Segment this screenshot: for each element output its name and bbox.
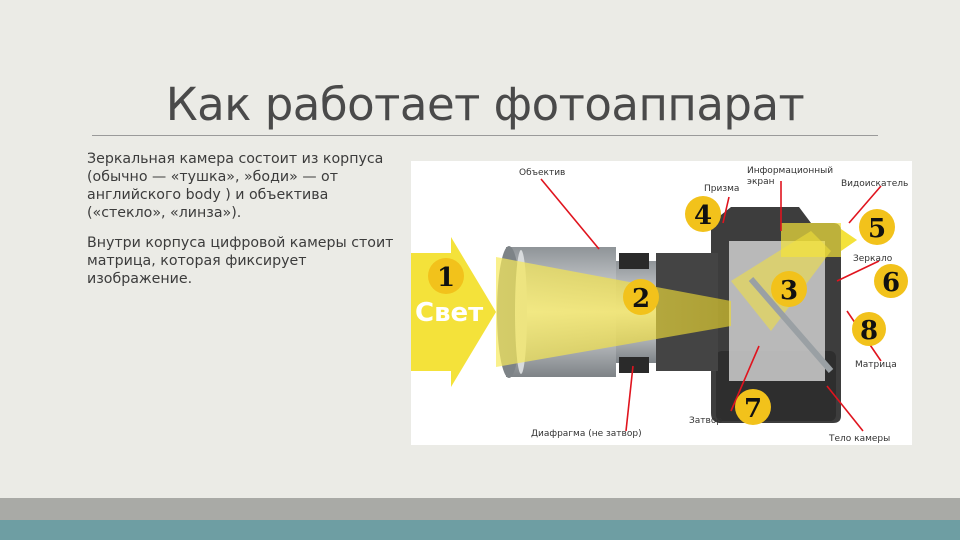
svg-text:1: 1 [437, 263, 455, 293]
footer-band-teal [0, 520, 960, 540]
svg-text:5: 5 [868, 214, 886, 244]
svg-text:3: 3 [780, 276, 798, 306]
svg-text:6: 6 [882, 268, 900, 298]
svg-text:7: 7 [744, 394, 762, 424]
badge-1: 1 [428, 258, 464, 294]
badge-5: 5 [859, 209, 895, 245]
pointer-arrows [540, 178, 882, 432]
light-label: Свет [415, 298, 483, 328]
badge-4: 4 [685, 196, 721, 232]
paragraph-sensor: Внутри корпуса цифровой камеры стоит мат… [87, 235, 394, 287]
svg-text:8: 8 [860, 316, 878, 346]
label-prism: Призма [704, 184, 739, 194]
slide-title: Как работает фотоаппарат [165, 78, 805, 131]
title-divider [92, 135, 878, 136]
badge-3: 3 [771, 271, 807, 307]
body-text: Зеркальная камера состоит из корпуса (об… [87, 150, 407, 300]
paragraph-camera-structure: Зеркальная камера состоит из корпуса (об… [87, 151, 384, 221]
label-shutter: Затвор [689, 416, 722, 426]
svg-text:4: 4 [694, 201, 712, 231]
badge-6: 6 [874, 264, 908, 298]
label-sensor: Матрица [855, 360, 897, 370]
label-camera-body: Тело камеры [828, 434, 890, 444]
label-mirror: Зеркало [853, 254, 893, 264]
label-aperture: Диафрагма (не затвор) [531, 429, 642, 439]
label-viewfinder: Видоискатель [841, 179, 908, 189]
footer-band-gray [0, 498, 960, 520]
label-lens: Объектив [519, 168, 565, 178]
badge-8: 8 [852, 312, 886, 346]
badge-7: 7 [735, 389, 771, 425]
svg-text:2: 2 [632, 284, 650, 314]
badge-2: 2 [623, 279, 659, 315]
